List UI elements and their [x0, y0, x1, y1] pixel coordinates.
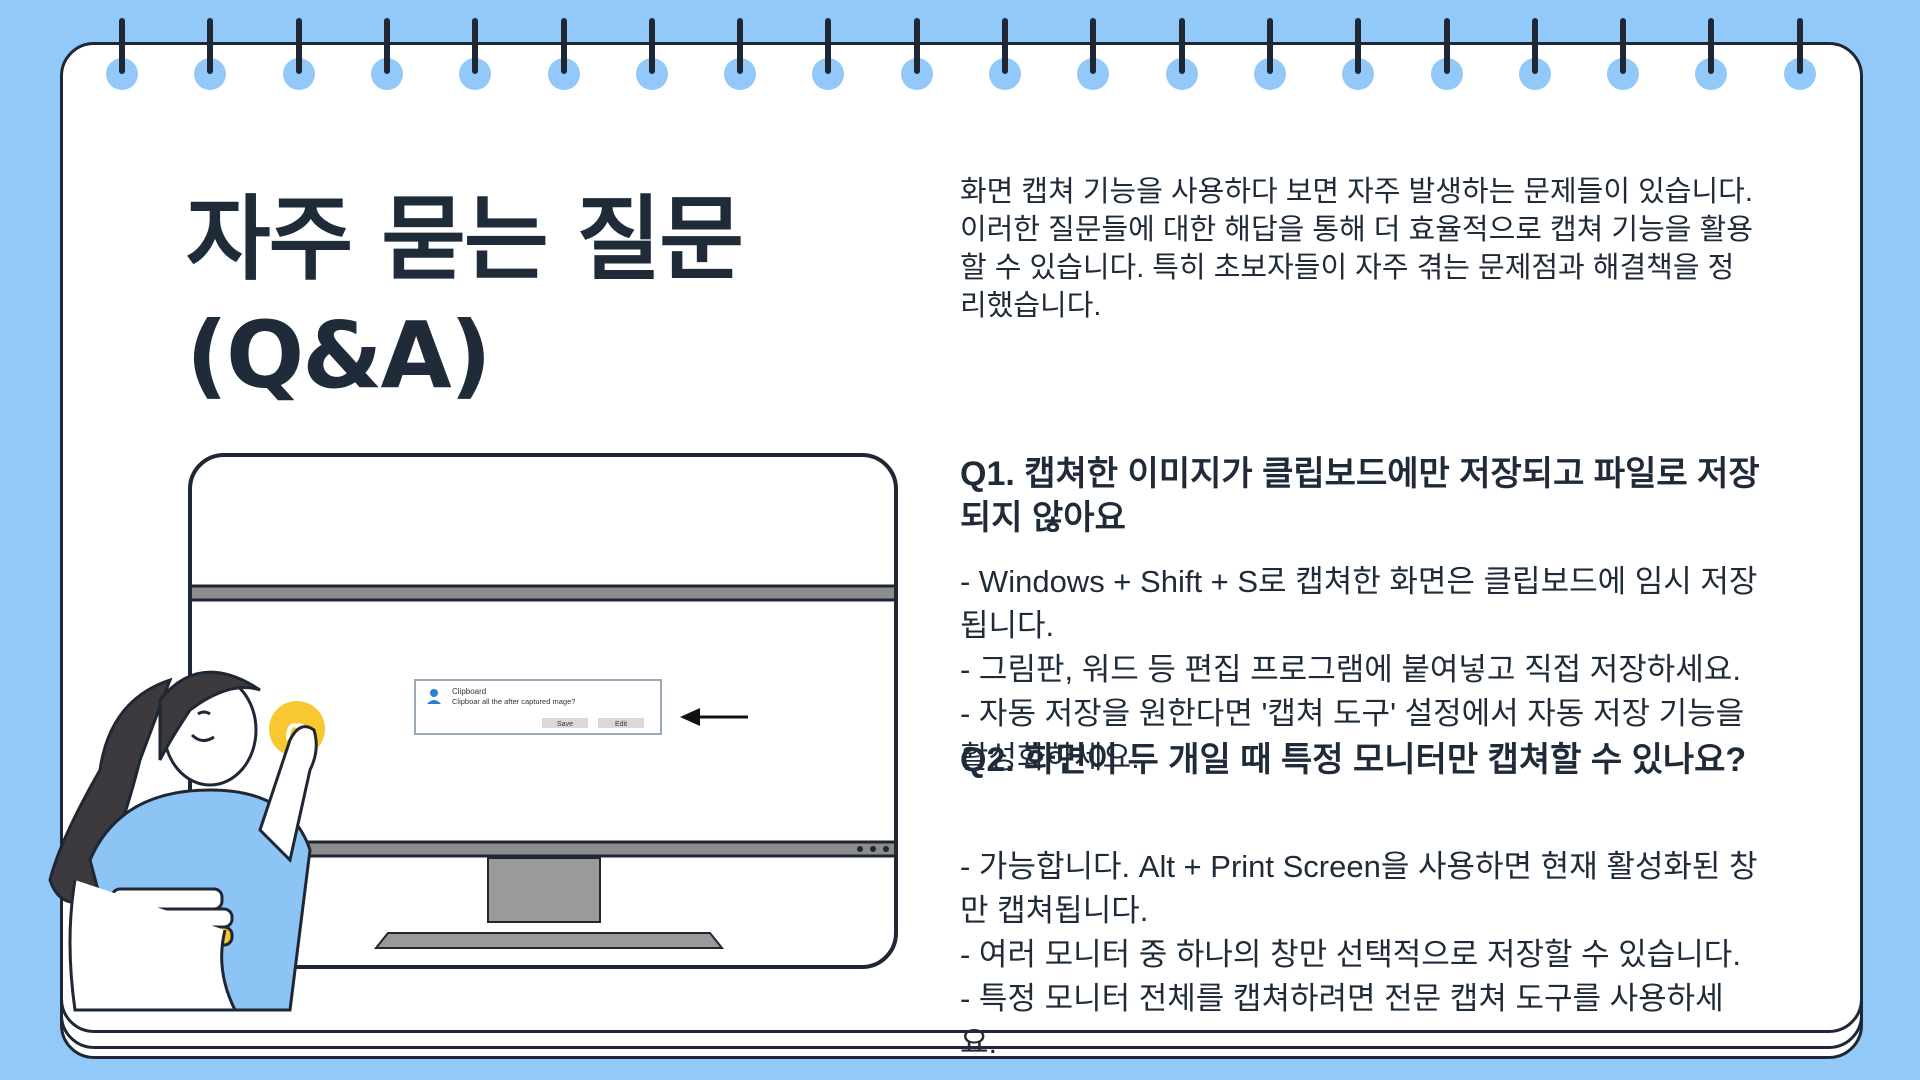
spiral-ring [632, 0, 672, 96]
save-button-label: Save [557, 721, 573, 728]
ring-wire [383, 18, 390, 74]
answer-line: - 가능합니다. Alt + Print Screen을 사용하면 현재 활성화… [960, 849, 1758, 928]
ring-wire [1090, 18, 1097, 74]
answer-line: - 그림판, 워드 등 편집 프로그램에 붙여넣고 직접 저장하세요. [960, 652, 1741, 687]
edit-button-label: Edit [615, 721, 627, 728]
spiral-ring [1338, 0, 1378, 96]
ring-wire [295, 18, 302, 74]
question-2-answers: - 가능합니다. Alt + Print Screen을 사용하면 현재 활성화… [960, 845, 1760, 1065]
spiral-ring [455, 0, 495, 96]
ring-wire [207, 18, 214, 74]
answer-line: - 자동 저장을 원한다면 '캡쳐 도구' 설정에서 자동 저장 기능을 활성화… [960, 696, 1745, 775]
spiral-ring [1162, 0, 1202, 96]
ring-wire [1620, 18, 1627, 74]
dialog-title: Clipboard [452, 687, 486, 696]
ring-wire [737, 18, 744, 74]
spiral-ring [985, 0, 1025, 96]
page-title: 자주 묻는 질문 (Q&A) [186, 182, 744, 414]
answer-line: - 여러 모니터 중 하나의 창만 선택적으로 저장할 수 있습니다. [960, 937, 1741, 972]
question-1-answers: - Windows + Shift + S로 캡쳐한 화면은 클립보드에 임시 … [960, 560, 1760, 780]
ring-wire [648, 18, 655, 74]
title-line-2: (Q&A) [186, 302, 492, 409]
ring-wire [1355, 18, 1362, 74]
spiral-ring [102, 0, 142, 96]
ring-wire [472, 18, 479, 74]
spiral-ring [544, 0, 584, 96]
ring-wire [1178, 18, 1185, 74]
dialog-message: Clipboar all the after captured mage? [452, 697, 575, 706]
ring-wire [913, 18, 920, 74]
spiral-ring [1691, 0, 1731, 96]
ring-wire [1443, 18, 1450, 74]
ring-wire [1531, 18, 1538, 74]
spiral-ring [279, 0, 319, 96]
edit-button[interactable] [598, 718, 644, 728]
spiral-ring [1780, 0, 1820, 96]
user-icon [430, 689, 438, 697]
question-1-title: Q1. 캡쳐한 이미지가 클립보드에만 저장되고 파일로 저장되지 않아요 [960, 455, 1760, 537]
spiral-ring [1603, 0, 1643, 96]
user-icon-body [427, 700, 441, 704]
woman-figure [48, 670, 318, 1012]
ring-wire [1708, 18, 1715, 74]
clipboard-dialog[interactable]: Clipboard Clipboar all the after capture… [414, 679, 662, 735]
spiral-ring [808, 0, 848, 96]
title-line-1: 자주 묻는 질문 [186, 186, 744, 293]
spiral-ring [1515, 0, 1555, 96]
ring-wire [825, 18, 832, 74]
spiral-ring [720, 0, 760, 96]
spiral-ring [367, 0, 407, 96]
spiral-ring [897, 0, 937, 96]
spiral-ring [1427, 0, 1467, 96]
intro-paragraph: 화면 캡쳐 기능을 사용하다 보면 자주 발생하는 문제들이 있습니다. 이러한… [960, 176, 1753, 322]
ring-wire [1266, 18, 1273, 74]
save-button[interactable] [542, 718, 588, 728]
ring-wire [560, 18, 567, 74]
ring-wire [1002, 18, 1008, 74]
spiral-ring [1073, 0, 1113, 96]
answer-line: - Windows + Shift + S로 캡쳐한 화면은 클립보드에 임시 … [960, 564, 1758, 643]
arrow-left-icon [680, 708, 748, 726]
monitor-illustration: Clipboard Clipboar all the after capture… [48, 453, 898, 1012]
spiral-ring [190, 0, 230, 96]
question-2-title: Q2. 화면이 두 개일 때 특정 모니터만 캡쳐할 수 있나요? [960, 741, 1747, 779]
spiral-ring [1250, 0, 1290, 96]
ring-wire [119, 18, 125, 74]
ring-wire [1796, 18, 1803, 74]
answer-line: - 특정 모니터 전체를 캡쳐하려면 전문 캡쳐 도구를 사용하세요. [960, 981, 1724, 1060]
